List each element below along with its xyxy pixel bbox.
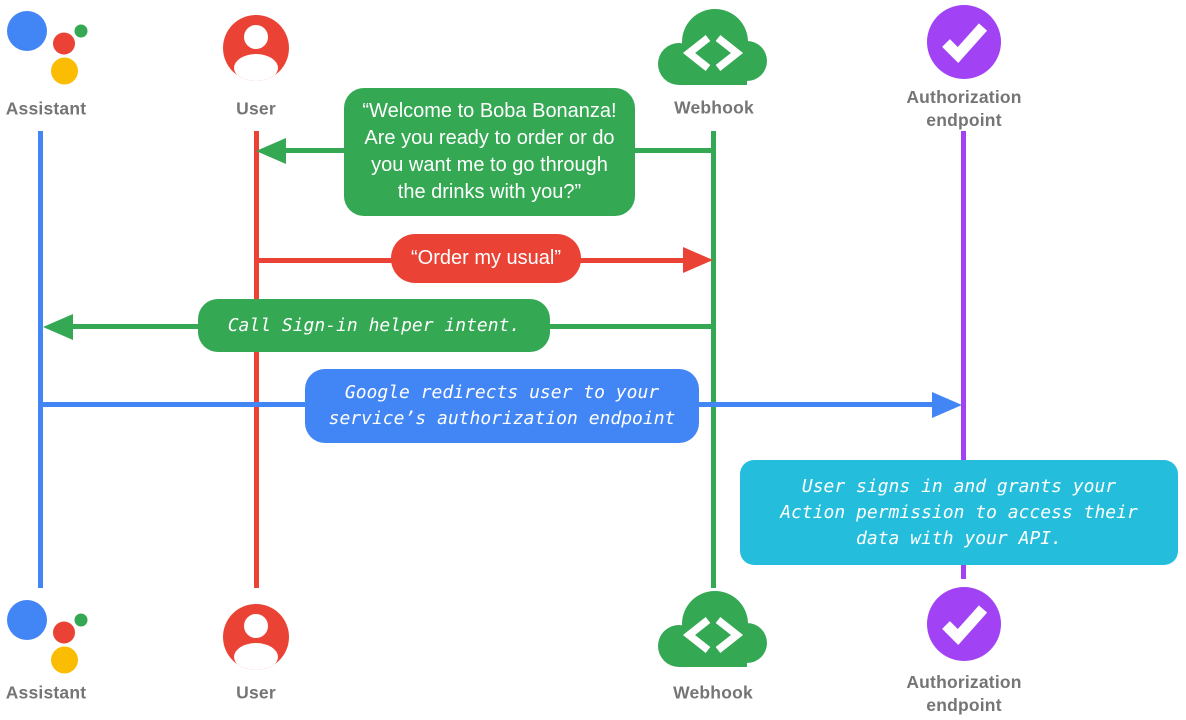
google-assistant-logo-icon: [6, 10, 88, 85]
assistant-lifeline: [38, 131, 43, 588]
order-message-text: “Order my usual”: [410, 247, 562, 269]
google-assistant-logo-icon: [6, 599, 88, 674]
cloud-code-icon: [658, 590, 768, 668]
assistant-label: Assistant: [5, 98, 87, 119]
authorization-endpoint-lifeline: [961, 131, 966, 579]
check-circle-icon: [926, 4, 1002, 80]
welcome-message-text: “Welcome to Boba Bonanza! Are you ready …: [362, 100, 617, 203]
cloud-code-icon: [658, 8, 768, 86]
sign-in-message-box: Call Sign-in helper intent.: [198, 299, 550, 352]
webhook-lifeline: [711, 131, 716, 588]
sign-in-arrowhead-icon: [43, 314, 73, 340]
user-label: User: [236, 682, 276, 703]
assistant-label: Assistant: [5, 682, 87, 703]
grants-note-text: User signs in and grants your Action per…: [780, 475, 1138, 549]
user-lifeline: [254, 131, 259, 588]
sign-in-message-text: Call Sign-in helper intent.: [227, 314, 521, 336]
welcome-arrowhead-icon: [256, 138, 286, 164]
person-icon: [222, 603, 290, 671]
person-icon: [222, 14, 290, 82]
check-circle-icon: [926, 586, 1002, 662]
authorization-endpoint-label: Authorization endpoint: [906, 87, 1022, 130]
grants-note-box: User signs in and grants your Action per…: [740, 460, 1178, 565]
redirect-message-box: Google redirects user to your service’s …: [305, 369, 699, 443]
user-label: User: [236, 98, 276, 119]
webhook-label: Webhook: [673, 682, 753, 703]
authorization-endpoint-label: Authorization endpoint: [906, 672, 1022, 715]
order-arrowhead-icon: [683, 247, 713, 273]
redirect-arrowhead-icon: [932, 392, 962, 418]
order-message-box: “Order my usual”: [391, 234, 581, 283]
redirect-message-text: Google redirects user to your service’s …: [328, 382, 676, 429]
webhook-label: Webhook: [674, 97, 754, 118]
welcome-message-box: “Welcome to Boba Bonanza! Are you ready …: [344, 88, 635, 216]
